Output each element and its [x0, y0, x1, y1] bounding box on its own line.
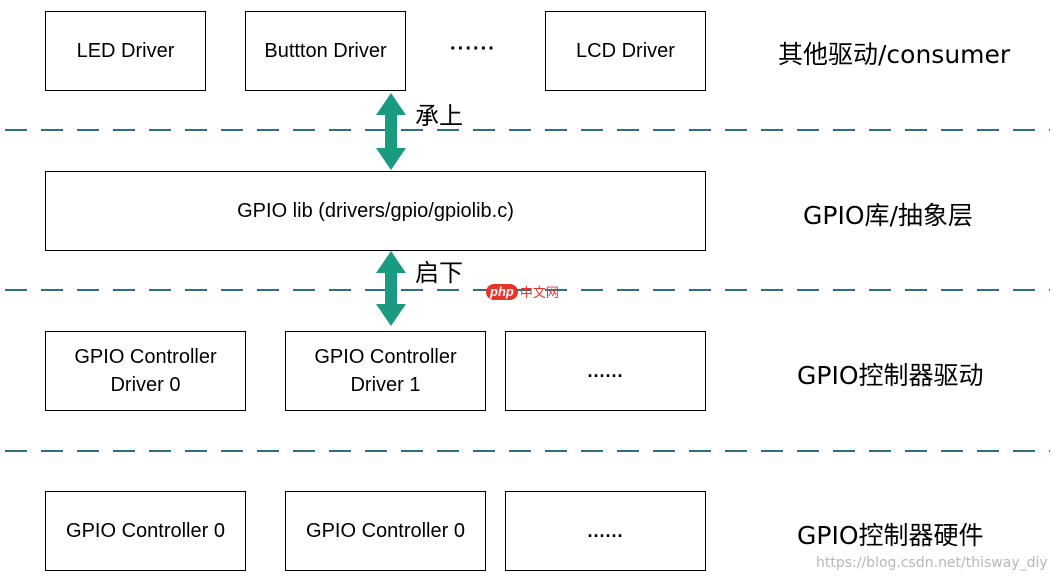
controller-hw-0-box: GPIO Controller 0 [45, 491, 246, 571]
csdn-watermark: https://blog.csdn.net/thisway_diy [816, 555, 1048, 571]
php-cn-logo: php 中文网 [486, 282, 559, 301]
controller-driver-0-line2: Driver 0 [110, 374, 181, 396]
php-logo-badge: php [486, 283, 518, 300]
php-logo-suffix: 中文网 [519, 286, 559, 301]
lower-double-arrow [376, 251, 406, 326]
consumer-ellipsis: ······ [450, 38, 496, 60]
controller-hw-0-label: GPIO Controller 0 [66, 520, 225, 542]
consumer-layer-label: 其他驱动/consumer [778, 40, 1011, 69]
led-driver-box: LED Driver [45, 11, 206, 91]
lcd-driver-label: LCD Driver [576, 40, 675, 62]
controller-hw-1-label: GPIO Controller 0 [306, 520, 465, 542]
upper-arrow-label: 承上 [415, 102, 463, 130]
controller-driver-1-line1: GPIO Controller [314, 346, 457, 368]
controller-hw-1-box: GPIO Controller 0 [285, 491, 486, 571]
lcd-driver-box: LCD Driver [545, 11, 706, 91]
gpiolib-box: GPIO lib (drivers/gpio/gpiolib.c) [45, 171, 706, 251]
button-driver-label: Buttton Driver [264, 40, 387, 62]
controller-driver-0-line1: GPIO Controller [74, 346, 217, 368]
controller-driver-more-box: ...... [505, 331, 706, 411]
button-driver-box: Buttton Driver [245, 11, 406, 91]
gpiolib-label: GPIO lib (drivers/gpio/gpiolib.c) [237, 200, 514, 222]
gpiolib-layer-label: GPIO库/抽象层 [803, 201, 973, 230]
controller-hw-ellipsis: ...... [587, 521, 624, 541]
controller-hw-more-box: ...... [505, 491, 706, 571]
controller-driver-layer-label: GPIO控制器驱动 [797, 361, 984, 390]
led-driver-label: LED Driver [76, 40, 175, 62]
controller-driver-ellipsis: ...... [587, 361, 624, 381]
controller-driver-0-box: GPIO Controller Driver 0 [45, 331, 246, 411]
controller-driver-1-box: GPIO Controller Driver 1 [285, 331, 486, 411]
upper-double-arrow [376, 93, 406, 170]
controller-hw-layer-label: GPIO控制器硬件 [797, 521, 984, 550]
controller-driver-1-line2: Driver 1 [350, 374, 421, 396]
lower-arrow-label: 启下 [415, 259, 463, 287]
